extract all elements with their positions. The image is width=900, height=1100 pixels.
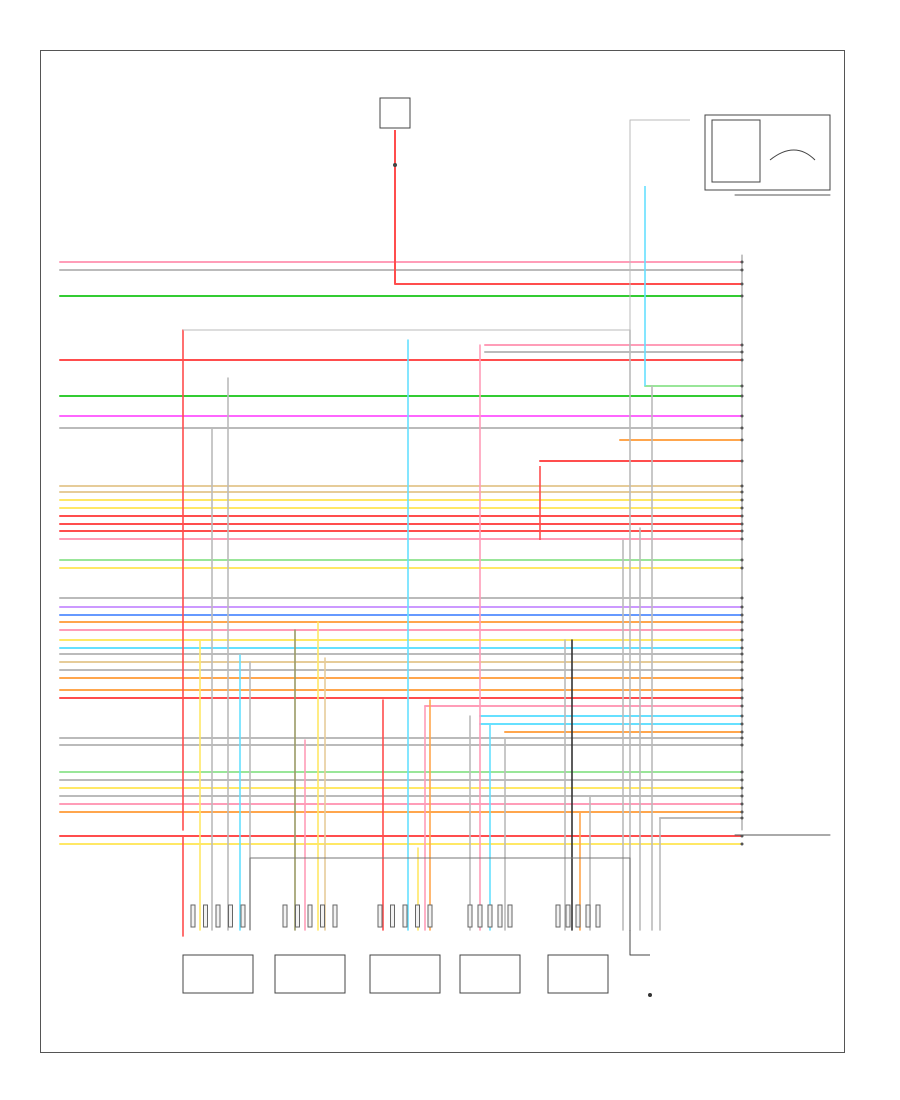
- connector-2-terminal-5: [332, 904, 338, 928]
- pcm-pin-5: [740, 343, 744, 347]
- pcm-pin-26: [740, 613, 744, 617]
- connector-1-terminal-1: [190, 904, 196, 928]
- diagram-frame: [40, 50, 845, 1053]
- bottom-common-wire: [249, 857, 631, 930]
- pcm-pin-21: [740, 537, 744, 541]
- connector-3-terminal-2: [390, 904, 395, 928]
- pcm-pin-33: [740, 668, 744, 672]
- connector-5-terminal-2: [565, 904, 571, 928]
- pcm-pin-19: [740, 522, 744, 526]
- connector-5-terminal-1: [555, 904, 561, 928]
- connector-1-terminal-2: [203, 904, 208, 928]
- ground-point: [648, 993, 652, 997]
- pcm-pin-15: [740, 490, 744, 494]
- pcm-pin-7: [740, 358, 744, 362]
- connector-4-terminal-5: [507, 904, 513, 928]
- pcm-pin-25: [740, 605, 744, 609]
- pcm-pin-12: [740, 438, 744, 442]
- pcm-pin-9: [740, 394, 744, 398]
- pcm-pin-39: [740, 722, 744, 726]
- pcm-pin-6: [740, 350, 744, 354]
- pcm-pin-47: [740, 802, 744, 806]
- pcm-pin-30: [740, 646, 744, 650]
- connector-3-terminal-4: [415, 904, 420, 928]
- connector-4-terminal-2: [477, 904, 483, 928]
- top-right-inner-box: [711, 119, 761, 183]
- pcm-pin-1: [740, 260, 744, 264]
- bottom-connector-5: [547, 954, 609, 994]
- pcm-pin-16: [740, 498, 744, 502]
- pcm-pin-18: [740, 514, 744, 518]
- pcm-pin-31: [740, 652, 744, 656]
- connector-3-terminal-5: [427, 904, 433, 928]
- pcm-pin-42: [740, 743, 744, 747]
- pcm-pin-27: [740, 620, 744, 624]
- connector-1-terminal-5: [240, 904, 246, 928]
- bottom-connector-4: [459, 954, 521, 994]
- pcm-pin-14: [740, 484, 744, 488]
- connector-4-terminal-3: [487, 904, 493, 928]
- connector-5-terminal-5: [595, 904, 601, 928]
- pcm-pin-2: [740, 268, 744, 272]
- pcm-pin-28: [740, 628, 744, 632]
- pcm-pin-44: [740, 778, 744, 782]
- connector-4-terminal-1: [467, 904, 473, 928]
- connector-1-terminal-4: [228, 904, 233, 928]
- connector-2-terminal-2: [295, 904, 300, 928]
- pcm-pin-48: [740, 810, 744, 814]
- connector-4-terminal-4: [497, 904, 503, 928]
- connector-3-terminal-1: [377, 904, 383, 928]
- pcm-pin-41: [740, 736, 744, 740]
- connector-2-terminal-1: [282, 904, 288, 928]
- fuse-junction: [393, 163, 397, 167]
- pcm-pin-23: [740, 566, 744, 570]
- pcm-pin-3: [740, 282, 744, 286]
- bottom-connector-1: [182, 954, 254, 994]
- pcm-pin-29: [740, 638, 744, 642]
- connector-2-terminal-4: [320, 904, 325, 928]
- top-right-sensor-arc: [769, 149, 816, 161]
- pcm-pin-34: [740, 676, 744, 680]
- connector-2-terminal-3: [307, 904, 313, 928]
- pcm-pin-49: [740, 816, 744, 820]
- pcm-pin-22: [740, 558, 744, 562]
- fuse-block: [379, 97, 411, 129]
- pcm-pin-8: [740, 384, 744, 388]
- pcm-pin-32: [740, 660, 744, 664]
- pcm-pin-10: [740, 414, 744, 418]
- connector-3-terminal-3: [402, 904, 408, 928]
- pcm-pin-20: [740, 529, 744, 533]
- pcm-pin-40: [740, 730, 744, 734]
- pcm-pin-11: [740, 426, 744, 430]
- pcm-pin-35: [740, 688, 744, 692]
- pcm-pin-38: [740, 714, 744, 718]
- pcm-pin-51: [740, 842, 744, 846]
- top-right-component: [704, 114, 831, 191]
- pcm-pin-24: [740, 596, 744, 600]
- pcm-pin-43: [740, 770, 744, 774]
- pcm-pin-46: [740, 794, 744, 798]
- bottom-connector-3: [369, 954, 441, 994]
- connector-1-terminal-3: [215, 904, 221, 928]
- pcm-pin-17: [740, 506, 744, 510]
- pcm-pin-37: [740, 704, 744, 708]
- pcm-pin-4: [740, 294, 744, 298]
- pcm-pin-13: [740, 459, 744, 463]
- connector-5-terminal-4: [585, 904, 591, 928]
- bottom-connector-2: [274, 954, 346, 994]
- shield-return-wire: [183, 119, 690, 331]
- ground-wire: [629, 930, 650, 956]
- pcm-pin-36: [740, 696, 744, 700]
- pcm-pin-45: [740, 786, 744, 790]
- connector-5-terminal-3: [575, 904, 581, 928]
